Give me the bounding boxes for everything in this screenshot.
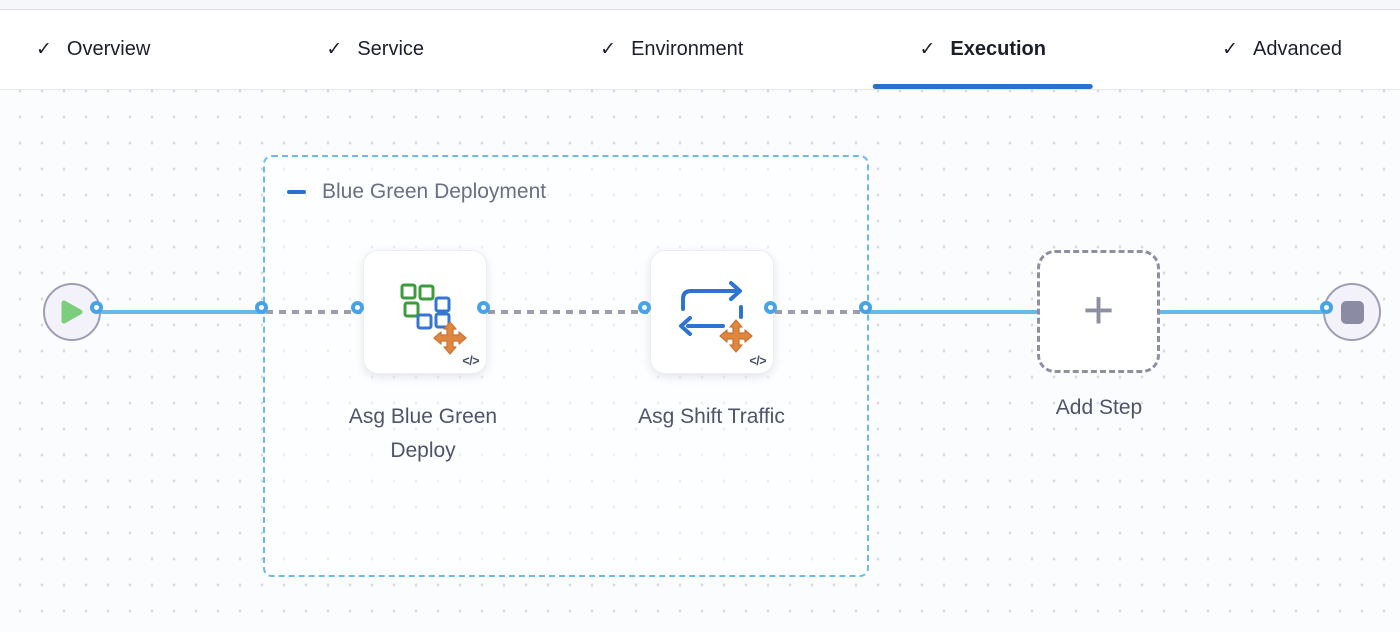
connector-line-dashed	[775, 310, 870, 314]
play-icon	[61, 300, 83, 324]
end-node	[1323, 283, 1381, 341]
tab-label: Advanced	[1253, 38, 1342, 60]
connector-line-dashed	[488, 310, 648, 314]
tab-overview[interactable]: ✓ Overview	[36, 10, 150, 89]
connector-port[interactable]	[255, 301, 268, 314]
tab-label: Execution	[950, 38, 1046, 60]
tab-label: Overview	[66, 38, 151, 60]
pipeline-canvas[interactable]: Blue Green Deployment </> Asg Blue Green…	[0, 90, 1400, 631]
step-group-label: Blue Green Deployment	[322, 180, 547, 203]
stop-icon	[1340, 300, 1364, 324]
connector-port[interactable]	[351, 301, 364, 314]
asg-blue-green-deploy-icon	[400, 283, 467, 355]
check-icon: ✓	[600, 39, 617, 60]
move-arrows-icon	[719, 319, 753, 353]
step-label-asg-shift-traffic: Asg Shift Traffic	[638, 405, 785, 428]
connector-port[interactable]	[477, 301, 490, 314]
add-step-button[interactable]: +	[1037, 250, 1160, 373]
tab-label: Service	[357, 38, 425, 60]
check-icon: ✓	[36, 39, 52, 60]
step-label-asg-blue-green-deploy: Asg Blue Green Deploy	[348, 405, 498, 462]
check-icon: ✓	[326, 39, 343, 60]
tab-label: Environment	[631, 38, 744, 60]
tab-environment[interactable]: ✓ Environment	[600, 10, 743, 89]
tab-advanced[interactable]: ✓ Advanced	[1222, 10, 1342, 89]
connector-port[interactable]	[90, 301, 103, 314]
plus-icon: +	[1082, 279, 1115, 340]
check-icon: ✓	[1222, 39, 1239, 60]
code-badge: </>	[462, 354, 479, 368]
collapse-group-icon[interactable]	[287, 190, 306, 194]
connector-port[interactable]	[859, 301, 872, 314]
connector-port[interactable]	[764, 301, 777, 314]
step-node-asg-blue-green-deploy[interactable]: </>	[363, 250, 487, 374]
move-arrows-icon	[433, 321, 467, 355]
code-badge: </>	[749, 354, 766, 368]
start-node	[43, 283, 101, 341]
setup-tab-bar: ✓ Overview ✓ Service ✓ Environment ✓ Exe…	[0, 10, 1400, 90]
step-group-header[interactable]: Blue Green Deployment	[287, 180, 546, 204]
check-icon: ✓	[919, 39, 936, 60]
step-node-asg-shift-traffic[interactable]: </>	[650, 250, 774, 374]
connector-line-solid	[100, 310, 266, 314]
connector-line-dashed	[266, 310, 361, 314]
connector-port[interactable]	[638, 301, 651, 314]
add-step-label: Add Step	[1055, 396, 1143, 419]
page-top-strip	[0, 0, 1400, 10]
tab-execution[interactable]: ✓ Execution	[919, 10, 1046, 89]
tab-service[interactable]: ✓ Service	[326, 10, 424, 89]
step-group-blue-green-deployment	[263, 155, 869, 577]
asg-shift-traffic-icon	[679, 281, 753, 353]
connector-port[interactable]	[1320, 301, 1333, 314]
